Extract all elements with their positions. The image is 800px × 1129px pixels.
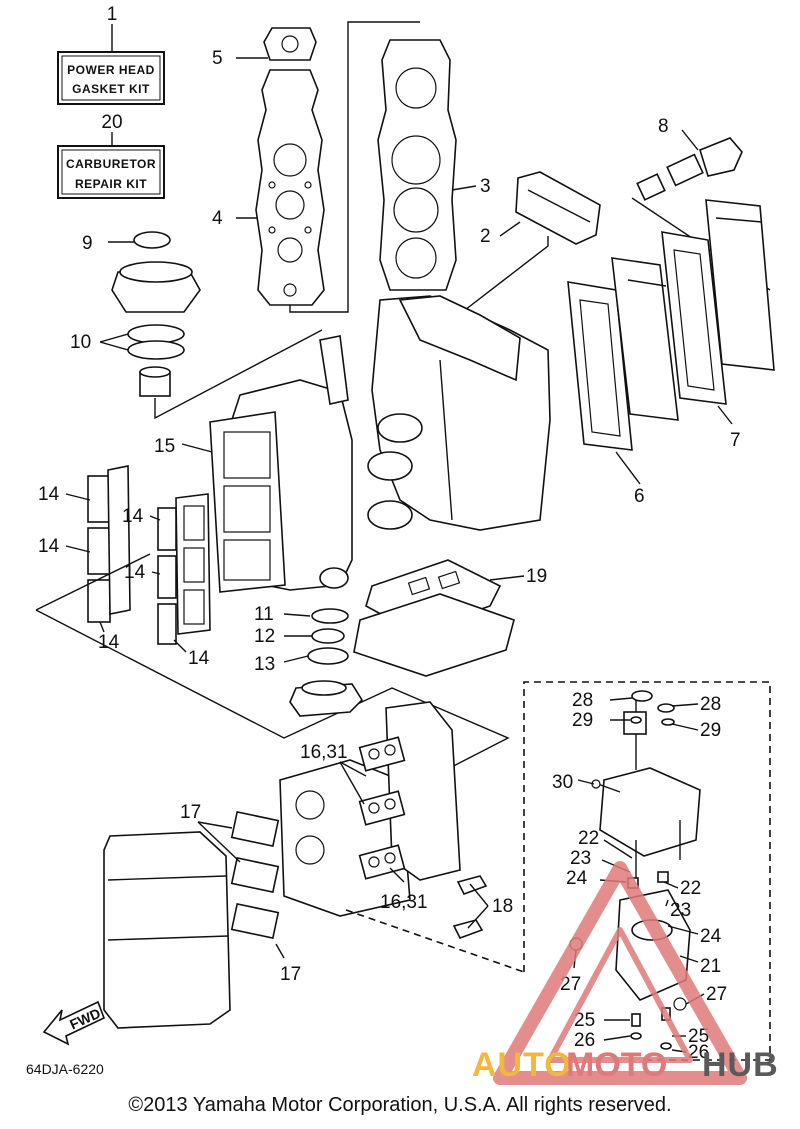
callout-12: 12 (254, 626, 275, 647)
exhaust-gasket-4 (255, 69, 325, 306)
copyright-notice: ©2013 Yamaha Motor Corporation, U.S.A. A… (128, 1094, 672, 1116)
callout-14-d: 14 (124, 562, 146, 583)
callout-16-31-b: 16,31 (380, 892, 428, 913)
watermark-text: AUTO MOTO HUB (472, 1046, 779, 1084)
kit-1-line2: GASKET KIT (72, 82, 150, 96)
diagram-code: 64DJA-6220 (26, 1061, 104, 1077)
gasket-6 (567, 281, 633, 451)
kit-1-line1: POWER HEAD (67, 63, 155, 77)
callout-17-a: 17 (180, 802, 201, 823)
callout-22-b: 22 (680, 878, 701, 899)
oil-seal-9 (133, 231, 171, 249)
callout-29-a: 29 (572, 710, 593, 731)
o-ring-10 (127, 324, 185, 360)
exhaust-gasket-5 (263, 27, 317, 61)
fwd-arrow: FWD (42, 1000, 106, 1046)
callout-6: 6 (634, 486, 645, 507)
gasket-7 (661, 231, 727, 405)
cover-plate (611, 257, 679, 421)
callout-1: 1 (107, 4, 118, 25)
carburetor-repair-kit-box: CARBURETOR REPAIR KIT (57, 132, 165, 199)
fwd-label: FWD (67, 1005, 103, 1033)
callout-20: 20 (101, 112, 122, 133)
callout-27-b: 27 (706, 984, 727, 1005)
callout-18: 18 (492, 896, 513, 917)
callout-2: 2 (480, 226, 491, 247)
kit-20-line2: REPAIR KIT (75, 177, 147, 191)
watermark-logo (493, 861, 747, 1085)
callout-3: 3 (480, 176, 491, 197)
callout-27-a: 27 (560, 974, 581, 995)
exhaust-cover (705, 199, 775, 371)
gasket-19 (353, 559, 515, 677)
carb-gasket-17 (230, 810, 280, 940)
callout-15: 15 (154, 436, 175, 457)
carb-body-detail (569, 690, 701, 1050)
callout-14-b: 14 (38, 536, 60, 557)
callout-22-a: 22 (578, 828, 599, 849)
callout-16-31-a: 16,31 (300, 742, 348, 763)
callout-14-a: 14 (38, 484, 60, 505)
callout-8: 8 (658, 116, 669, 137)
callout-23-b: 23 (670, 900, 691, 921)
callout-28-a: 28 (572, 690, 593, 711)
callout-9: 9 (82, 233, 93, 254)
callout-13: 13 (254, 654, 275, 675)
gasket-18 (452, 875, 488, 939)
cover-gasket-2 (515, 171, 601, 245)
callout-14-e: 14 (98, 632, 120, 653)
bearing-housing (111, 261, 201, 313)
bearing-sleeve (139, 366, 171, 397)
seal-11 (311, 608, 349, 624)
thermostat-8 (636, 137, 743, 201)
o-ring-13 (307, 647, 349, 665)
callout-26-b: 26 (688, 1042, 709, 1063)
callout-29-b: 29 (700, 720, 721, 741)
callout-14-c: 14 (122, 506, 144, 527)
callout-19: 19 (526, 566, 547, 587)
callout-14-f: 14 (188, 648, 210, 669)
silencer-cover (103, 831, 231, 1029)
callout-23-a: 23 (570, 848, 591, 869)
callout-24-b: 24 (700, 926, 722, 947)
reed-valve-left-stack (87, 465, 131, 623)
carb-detail-frame (523, 681, 771, 1061)
callout-4: 4 (212, 208, 223, 229)
reed-valve-right-stack (157, 493, 211, 645)
watermark-hub: HUB (702, 1046, 779, 1084)
callout-26-a: 26 (574, 1030, 595, 1051)
callout-5: 5 (212, 48, 223, 69)
lower-bearing-housing (289, 680, 364, 717)
callout-17-b: 17 (280, 964, 301, 985)
carb-detail-leader (345, 909, 525, 973)
callout-28-b: 28 (700, 694, 721, 715)
kit-20-line1: CARBURETOR (66, 157, 156, 171)
callout-30: 30 (552, 772, 573, 793)
intake-manifold-15 (209, 411, 286, 593)
watermark-moto: MOTO (566, 1046, 667, 1084)
callout-10: 10 (70, 332, 91, 353)
callout-21: 21 (700, 956, 721, 977)
power-head-gasket-kit-box: POWER HEAD GASKET KIT (57, 24, 165, 105)
callout-25-a: 25 (574, 1010, 595, 1031)
cylinder-head-gasket-3 (377, 39, 457, 291)
callout-25-b: 25 (688, 1026, 709, 1047)
carb-gasket-16-31 (358, 736, 406, 880)
callout-7: 7 (730, 430, 741, 451)
callout-11: 11 (254, 604, 274, 625)
watermark-auto: AUTO (472, 1046, 572, 1084)
cylinder-block (367, 295, 551, 531)
callout-24-a: 24 (566, 868, 588, 889)
seal-12 (311, 628, 345, 644)
